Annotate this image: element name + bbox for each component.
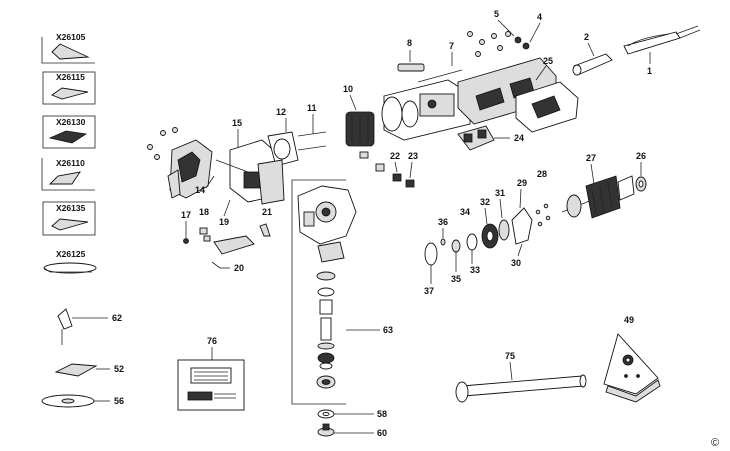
- part-number: 10: [343, 84, 353, 94]
- part-number: 24: [514, 133, 524, 143]
- part-number: 26: [636, 151, 646, 161]
- part-number: 22: [390, 151, 400, 161]
- part-number: 11: [307, 103, 317, 113]
- nut-60[interactable]: 60: [317, 423, 387, 438]
- part-number: 37: [424, 286, 434, 296]
- accessory-label: X26110: [56, 158, 85, 168]
- switch-8[interactable]: 8: [397, 38, 425, 72]
- part-number: 75: [505, 351, 515, 361]
- accessory-x26130[interactable]: X26130: [42, 115, 96, 149]
- part-number: 1: [647, 66, 652, 76]
- part-number: 25: [543, 56, 553, 66]
- accessory-x26125[interactable]: X26125: [43, 249, 97, 274]
- part-number: 12: [276, 107, 286, 117]
- part-number: 49: [624, 315, 634, 325]
- accessory-x26135[interactable]: X26135: [42, 201, 96, 236]
- accessory-52[interactable]: 52: [54, 363, 124, 377]
- part-number: 33: [470, 265, 480, 275]
- part-number: 60: [377, 428, 387, 438]
- part-number: 76: [207, 336, 217, 346]
- part-number: 17: [181, 210, 191, 220]
- part-number: 5: [494, 9, 499, 19]
- accessory-62[interactable]: 62: [57, 308, 122, 345]
- part-number: 32: [480, 197, 490, 207]
- part-number: 29: [517, 178, 527, 188]
- part-number: 31: [495, 188, 505, 198]
- gear-head-assembly-63[interactable]: 63: [291, 179, 393, 405]
- bearing-26[interactable]: 26: [635, 151, 647, 192]
- part-number: 20: [234, 263, 244, 273]
- part-number: 52: [114, 364, 124, 374]
- gear-train[interactable]: 36 37 34 35 33 32 31 29 30 28: [424, 169, 551, 296]
- part-number: 36: [438, 217, 448, 227]
- part-number: 4: [537, 12, 542, 22]
- part-number: 15: [232, 118, 242, 128]
- part-number: 62: [112, 313, 122, 323]
- accessory-label: X26115: [56, 72, 85, 82]
- part-number: 8: [407, 38, 412, 48]
- part-number: 34: [460, 207, 470, 217]
- copyright-mark: ©: [711, 437, 719, 449]
- part-number: 21: [262, 207, 272, 217]
- washer-58[interactable]: 58: [317, 409, 387, 419]
- accessory-56[interactable]: 56: [41, 394, 124, 408]
- part-number: 30: [511, 258, 521, 268]
- brush-holder-24[interactable]: 24: [457, 125, 524, 151]
- armature-27[interactable]: 27: [561, 153, 635, 219]
- upper-housing-25[interactable]: 5 4 25: [457, 9, 579, 133]
- part-number: 7: [449, 41, 454, 51]
- part-number: 18: [199, 207, 209, 217]
- accessory-label: X26125: [56, 249, 86, 259]
- label-plate-76[interactable]: 76: [177, 336, 245, 411]
- part-number: 56: [114, 396, 124, 406]
- motor-housing[interactable]: [381, 79, 471, 141]
- strain-relief-2[interactable]: 2: [572, 32, 613, 76]
- part-number: 2: [584, 32, 589, 42]
- part-number: 63: [383, 325, 393, 335]
- accessory-panel: X26105 X26115 X26130 X26110 X26135 X2612…: [41, 32, 97, 274]
- sanding-pad-49[interactable]: 49: [603, 315, 661, 403]
- motor-field-10[interactable]: 10: [343, 84, 375, 147]
- part-number: 35: [451, 274, 461, 284]
- accessory-label: X26135: [56, 203, 86, 213]
- accessory-x26105[interactable]: X26105: [41, 32, 95, 64]
- accessory-label: X26130: [56, 117, 86, 127]
- dust-adapter-75[interactable]: 75: [455, 351, 587, 403]
- part-number: 28: [537, 169, 547, 179]
- accessory-label: X26105: [56, 32, 86, 42]
- part-number: 19: [219, 217, 229, 227]
- parts-17-18-20[interactable]: 17 18 20: [181, 207, 271, 273]
- power-cord-1[interactable]: 1: [623, 25, 701, 76]
- rod-7[interactable]: 7: [417, 41, 463, 83]
- part-number: 14: [195, 185, 205, 195]
- left-housing-group[interactable]: 12 11 15 14 19 21: [147, 103, 327, 227]
- brush-22-23[interactable]: 22 23: [359, 151, 418, 188]
- accessory-x26110[interactable]: X26110: [41, 158, 95, 191]
- accessory-x26115[interactable]: X26115: [42, 71, 96, 105]
- part-number: 58: [377, 409, 387, 419]
- part-number: 27: [586, 153, 596, 163]
- part-number: 23: [408, 151, 418, 161]
